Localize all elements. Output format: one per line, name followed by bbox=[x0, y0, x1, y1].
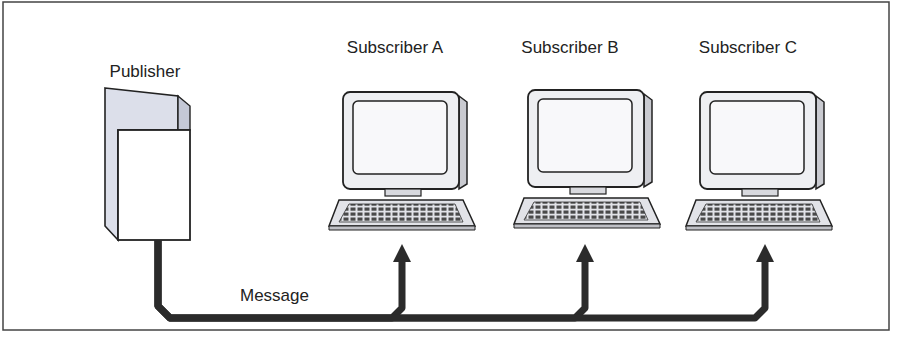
subscriber-computer: Subscriber A bbox=[325, 38, 465, 244]
computer-icon bbox=[329, 92, 475, 230]
node-label: Subscriber C bbox=[678, 38, 818, 58]
node-label: Subscriber A bbox=[325, 38, 465, 58]
node-label: Subscriber B bbox=[500, 38, 640, 58]
frame bbox=[3, 2, 889, 330]
publisher-server: Publisher bbox=[85, 62, 205, 240]
subscriber-computer: Subscriber B bbox=[500, 38, 640, 244]
message-connector bbox=[158, 240, 402, 318]
computer-icon bbox=[686, 92, 832, 230]
message-connector bbox=[158, 240, 765, 318]
connector-label: Message bbox=[240, 286, 309, 306]
node-label: Publisher bbox=[85, 62, 205, 82]
message-connector bbox=[158, 240, 585, 318]
computer-icon bbox=[514, 90, 660, 228]
subscriber-computer: Subscriber C bbox=[678, 38, 818, 244]
server-tower bbox=[105, 88, 190, 240]
